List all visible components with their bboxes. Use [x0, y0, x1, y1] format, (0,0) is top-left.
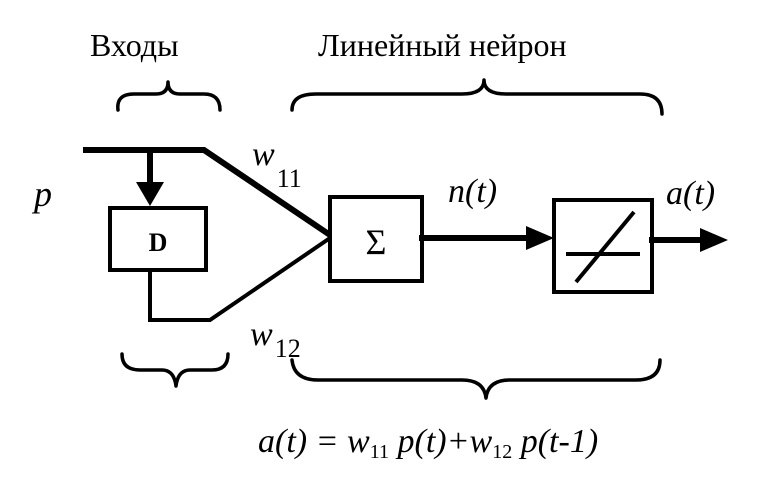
delayed-wire	[148, 236, 332, 322]
output-label: a(t)	[666, 175, 715, 212]
neuron-bottom-brace	[290, 358, 662, 400]
neuron-heading: Линейный нейрон	[318, 27, 567, 63]
inputs-bottom-brace	[120, 352, 230, 388]
inputs-heading: Входы	[90, 27, 179, 63]
input-label-p: p	[31, 174, 52, 214]
neuron-top-brace	[290, 78, 664, 116]
delay-label: D	[149, 228, 168, 257]
net-arrow	[526, 226, 554, 250]
weight-12-label: w12	[250, 316, 301, 363]
delay-feed-arrow	[136, 182, 164, 206]
summation-symbol: Σ	[366, 222, 387, 262]
net-output-label: n(t)	[448, 173, 497, 210]
weight-11-label: w11	[252, 136, 302, 193]
linear-transfer-block	[552, 198, 654, 294]
output-formula: a(t) = w11 p(t)+w12 p(t-1)	[258, 423, 598, 463]
inputs-top-brace	[116, 80, 222, 112]
summation-block	[328, 195, 424, 283]
transfer-slope	[574, 210, 636, 284]
delay-block	[108, 206, 208, 272]
input-wire	[83, 147, 335, 240]
output-arrow	[700, 228, 728, 252]
